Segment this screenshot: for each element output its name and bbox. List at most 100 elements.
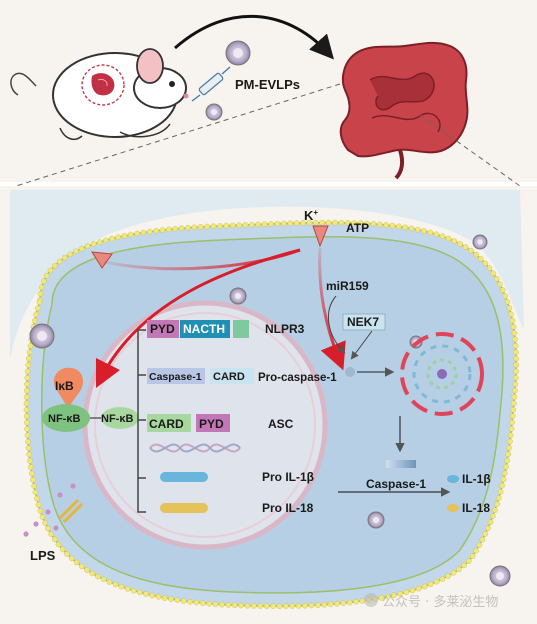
- membrane-lipid-dot: [147, 229, 152, 234]
- membrane-lipid-dot: [213, 602, 218, 607]
- membrane-lipid-dot: [217, 223, 222, 228]
- membrane-lipid-dot: [73, 249, 78, 254]
- nlrp3-pyd-label: PYD: [150, 322, 175, 336]
- membrane-lipid-dot: [200, 601, 205, 606]
- nek7-label: NEK7: [347, 315, 379, 329]
- membrane-lipid-dot: [511, 407, 516, 412]
- membrane-lipid-dot: [119, 584, 124, 589]
- membrane-lipid-dot: [69, 556, 74, 561]
- membrane-lipid-dot: [283, 604, 288, 609]
- membrane-lipid-dot: [497, 282, 502, 287]
- membrane-lipid-dot: [428, 230, 433, 235]
- membrane-lipid-dot: [34, 496, 39, 501]
- membrane-lipid-dot: [514, 362, 519, 367]
- k-ion-charge: +: [313, 208, 318, 217]
- membrane-lipid-dot: [466, 559, 471, 564]
- il18-shape: [447, 504, 459, 512]
- membrane-lipid-dot: [416, 586, 421, 591]
- membrane-lipid-dot: [24, 420, 29, 425]
- membrane-lipid-dot: [506, 452, 511, 457]
- membrane-lipid-dot: [326, 220, 331, 225]
- membrane-lipid-dot: [24, 407, 29, 412]
- membrane-lipid-dot: [27, 452, 32, 457]
- membrane-lipid-dot: [477, 543, 482, 548]
- membrane-lipid-dot: [514, 356, 519, 361]
- membrane-lipid-dot: [57, 259, 62, 264]
- membrane-lipid-dot: [179, 226, 184, 231]
- membrane-lipid-dot: [452, 239, 457, 244]
- membrane-lipid-dot: [512, 394, 517, 399]
- membrane-lipid-dot: [44, 273, 49, 278]
- nlrp3-nacth-label: NACTH: [183, 322, 225, 336]
- membrane-lipid-dot: [95, 574, 100, 579]
- membrane-lipid-dot: [24, 401, 29, 406]
- membrane-lipid-dot: [513, 343, 518, 348]
- membrane-lipid-dot: [498, 489, 503, 494]
- membrane-lipid-dot: [458, 241, 463, 246]
- membrane-lipid-dot: [508, 433, 513, 438]
- nlrp3-name: NLPR3: [265, 322, 305, 336]
- pro-il1b-label: Pro IL-1β: [262, 470, 314, 484]
- membrane-lipid-dot: [27, 458, 32, 463]
- membrane-lipid-dot: [485, 526, 490, 531]
- membrane-lipid-dot: [143, 591, 148, 596]
- membrane-lipid-dot: [512, 388, 517, 393]
- membrane-lipid-dot: [396, 224, 401, 229]
- membrane-lipid-dot: [26, 356, 31, 361]
- membrane-lipid-dot: [390, 223, 395, 228]
- membrane-lipid-dot: [226, 602, 231, 607]
- membrane-lipid-dot: [507, 439, 512, 444]
- membrane-lipid-dot: [434, 579, 439, 584]
- membrane-lipid-dot: [268, 221, 273, 226]
- membrane-lipid-dot: [249, 222, 254, 227]
- membrane-lipid-dot: [446, 574, 451, 579]
- membrane-lipid-dot: [62, 255, 67, 260]
- membrane-lipid-dot: [192, 225, 197, 230]
- membrane-lipid-dot: [101, 577, 106, 582]
- membrane-lipid-dot: [24, 382, 29, 387]
- membrane-lipid-dot: [264, 604, 269, 609]
- membrane-lipid-dot: [505, 299, 510, 304]
- membrane-lipid-dot: [40, 514, 45, 519]
- membrane-lipid-dot: [463, 245, 468, 250]
- membrane-lipid-dot: [309, 603, 314, 608]
- membrane-lipid-dot: [428, 582, 433, 587]
- membrane-lipid-dot: [511, 324, 516, 329]
- membrane-lipid-dot: [33, 490, 38, 495]
- membrane-lipid-dot: [403, 225, 408, 230]
- pro-il18-label: Pro IL-18: [262, 501, 314, 515]
- membrane-lipid-dot: [25, 426, 30, 431]
- membrane-lipid-dot: [198, 224, 203, 229]
- membrane-lipid-dot: [296, 603, 301, 608]
- membrane-lipid-dot: [64, 551, 69, 556]
- membrane-lipid-dot: [271, 604, 276, 609]
- membrane-lipid-dot: [188, 599, 193, 604]
- membrane-lipid-dot: [313, 220, 318, 225]
- membrane-lipid-dot: [36, 502, 41, 507]
- membrane-lipid-dot: [434, 232, 439, 237]
- pro-il18-shape: [160, 503, 208, 513]
- membrane-lipid-dot: [85, 244, 90, 249]
- membrane-lipid-dot: [43, 520, 48, 525]
- membrane-lipid-dot: [232, 603, 237, 608]
- membrane-lipid-dot: [478, 256, 483, 261]
- membrane-lipid-dot: [470, 554, 475, 559]
- membrane-lipid-dot: [507, 305, 512, 310]
- membrane-lipid-dot: [446, 236, 451, 241]
- membrane-lipid-dot: [160, 227, 165, 232]
- membrane-lipid-dot: [52, 537, 57, 542]
- membrane-lipid-dot: [262, 222, 267, 227]
- membrane-lipid-dot: [128, 232, 133, 237]
- casp1-caspase-label: Caspase-1: [149, 371, 202, 383]
- membrane-lipid-dot: [496, 495, 501, 500]
- membrane-lipid-dot: [125, 586, 130, 591]
- vesicle-icon: [473, 235, 487, 249]
- asc-card-label: CARD: [149, 417, 184, 431]
- membrane-lipid-dot: [113, 582, 118, 587]
- membrane-lipid-dot: [473, 252, 478, 257]
- nlrp3-lrr-box: [233, 320, 249, 338]
- membrane-lipid-dot: [258, 603, 263, 608]
- membrane-lipid-dot: [251, 603, 256, 608]
